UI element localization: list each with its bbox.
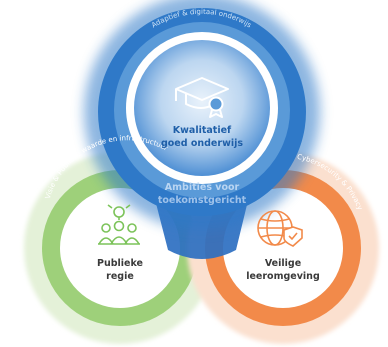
people-lightbulb-icon xyxy=(98,204,140,245)
right-label-line1: Veilige xyxy=(265,258,301,269)
globe-shield-icon xyxy=(257,210,303,247)
graduation-cap-icon xyxy=(175,77,229,118)
left-label-line2: regie xyxy=(106,271,134,282)
right-label-line2: leeromgeving xyxy=(246,271,320,282)
center-label-line2: toekomstgericht xyxy=(158,195,247,206)
left-inner-disc xyxy=(60,188,180,308)
top-label-line1: Kwalitatief xyxy=(173,125,232,136)
top-label-line2: goed onderwijs xyxy=(161,138,243,149)
left-label-line1: Publieke xyxy=(97,258,143,269)
top-circle xyxy=(84,0,320,230)
center-label-line1: Ambities voor xyxy=(165,182,240,193)
